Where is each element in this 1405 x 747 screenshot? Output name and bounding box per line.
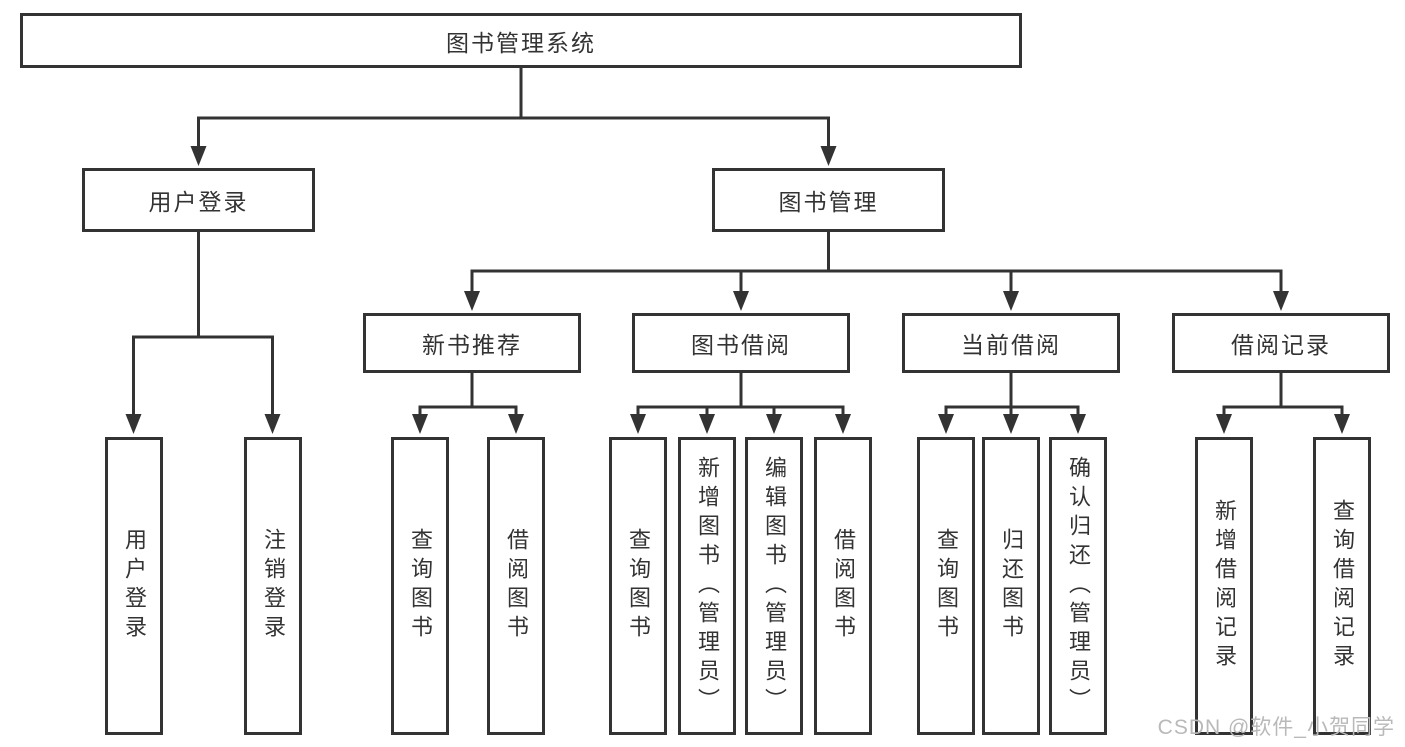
leaf-borrow-query-books: 查询图书 xyxy=(609,437,667,735)
leaf-borrow-add-books-admin: 新增图书（管理员） xyxy=(678,437,736,735)
leaf-records-add-record-label: 新增借阅记录 xyxy=(1212,499,1237,673)
leaf-logout-label: 注销登录 xyxy=(261,528,286,644)
leaf-records-add-record: 新增借阅记录 xyxy=(1195,437,1253,735)
node-root: 图书管理系统 xyxy=(20,13,1022,68)
leaf-current-confirm-return-admin: 确认归还（管理员） xyxy=(1049,437,1107,735)
node-borrowing-records: 借阅记录 xyxy=(1172,313,1390,373)
leaf-records-query-record: 查询借阅记录 xyxy=(1313,437,1371,735)
leaf-current-return-books-label: 归还图书 xyxy=(999,528,1024,644)
leaf-borrow-borrow-books: 借阅图书 xyxy=(814,437,872,735)
leaf-user-login-label: 用户登录 xyxy=(122,528,147,644)
node-book-management: 图书管理 xyxy=(712,168,945,232)
leaf-current-confirm-return-admin-label: 确认归还（管理员） xyxy=(1066,455,1091,717)
node-borrowing-records-label: 借阅记录 xyxy=(1231,332,1331,358)
leaf-newbooks-query-books-label: 查询图书 xyxy=(408,528,433,644)
leaf-newbooks-borrow-books-label: 借阅图书 xyxy=(504,528,529,644)
leaf-logout: 注销登录 xyxy=(244,437,302,735)
leaf-current-return-books: 归还图书 xyxy=(982,437,1040,735)
leaf-borrow-edit-books-admin: 编辑图书（管理员） xyxy=(745,437,803,735)
leaf-current-query-books-label: 查询图书 xyxy=(934,528,959,644)
node-current-borrowing: 当前借阅 xyxy=(902,313,1120,373)
leaf-newbooks-borrow-books: 借阅图书 xyxy=(487,437,545,735)
leaf-borrow-borrow-books-label: 借阅图书 xyxy=(831,528,856,644)
leaf-borrow-edit-books-admin-label: 编辑图书（管理员） xyxy=(762,455,787,717)
leaf-current-query-books: 查询图书 xyxy=(917,437,975,735)
leaf-user-login: 用户登录 xyxy=(105,437,163,735)
node-user-login: 用户登录 xyxy=(82,168,315,232)
leaf-records-query-record-label: 查询借阅记录 xyxy=(1330,499,1355,673)
node-root-label: 图书管理系统 xyxy=(446,29,596,56)
node-book-management-label: 图书管理 xyxy=(778,189,879,215)
node-book-borrowing-label: 图书借阅 xyxy=(691,332,791,358)
leaf-borrow-add-books-admin-label: 新增图书（管理员） xyxy=(695,455,720,717)
node-user-login-label: 用户登录 xyxy=(148,189,249,215)
node-book-borrowing: 图书借阅 xyxy=(632,313,850,373)
node-new-book-recommendation: 新书推荐 xyxy=(363,313,581,373)
watermark: CSDN @软件_小贺同学 xyxy=(1157,716,1395,739)
node-current-borrowing-label: 当前借阅 xyxy=(961,332,1061,358)
node-new-book-recommendation-label: 新书推荐 xyxy=(422,332,522,358)
leaf-newbooks-query-books: 查询图书 xyxy=(391,437,449,735)
leaf-borrow-query-books-label: 查询图书 xyxy=(626,528,651,644)
